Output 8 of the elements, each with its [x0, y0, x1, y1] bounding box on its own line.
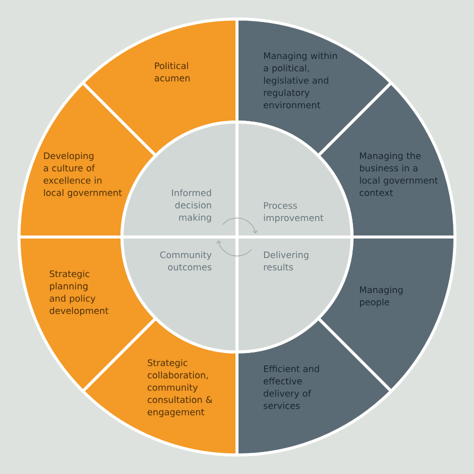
curved-arrow [216, 240, 252, 256]
ring-segment: Developing a culture of excellence in local government [18, 81, 158, 238]
quadrant: Community outcomes [120, 236, 238, 354]
quadrant: Process improvement [236, 120, 354, 238]
quadrant: Delivering results [236, 236, 354, 354]
ring-segment: Efficient and effective delivery of services [236, 316, 393, 456]
curved-arrow [222, 218, 258, 234]
quadrant: Informed decision making [120, 120, 238, 238]
